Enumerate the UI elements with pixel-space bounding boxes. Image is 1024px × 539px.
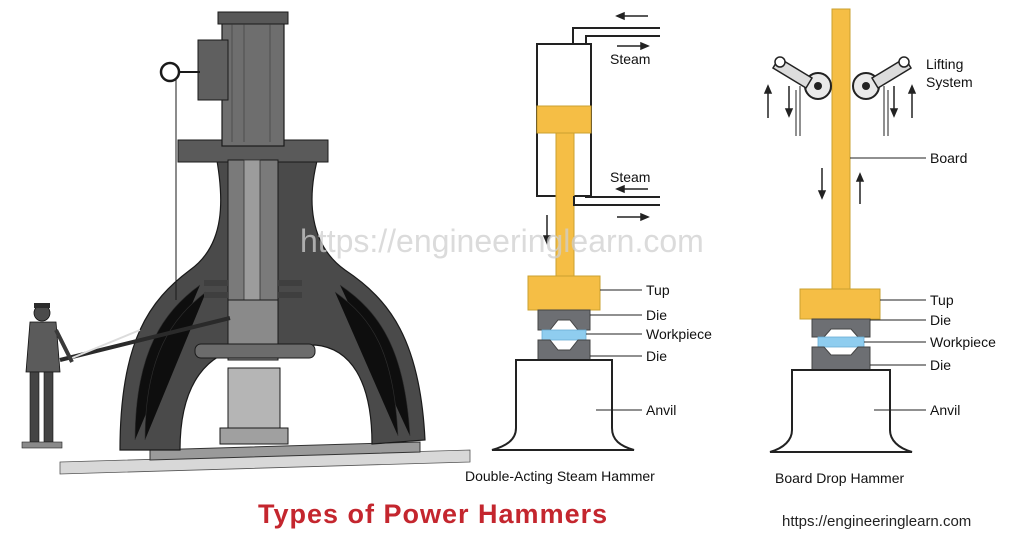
label-anvil: Anvil: [930, 402, 960, 418]
tup: [527, 275, 601, 311]
piston: [536, 105, 592, 134]
label-workpiece: Workpiece: [646, 326, 712, 342]
steam-hammer-illustration: [21, 11, 471, 475]
watermark-text: https://engineeringlearn.com: [300, 223, 704, 259]
steam-pipe-top: [572, 27, 660, 44]
label-lifting-system-line1: Lifting: [926, 56, 963, 72]
die-bottom: [537, 339, 591, 361]
page-title: Types of Power Hammers: [258, 499, 608, 529]
motion-arrows: [763, 84, 917, 204]
die-top: [537, 309, 591, 331]
label-die-bottom: Die: [930, 357, 951, 373]
label-die-top: Die: [930, 312, 951, 328]
steam-pipe-bottom: [573, 196, 660, 206]
steam-flow-arrows: [542, 11, 650, 245]
lifting-system: [771, 56, 913, 136]
label-lifting-system-line2: System: [926, 74, 973, 90]
operator-figure: [21, 303, 74, 449]
anvil: [769, 369, 913, 453]
label-anvil: Anvil: [646, 402, 676, 418]
website-url: https://engineeringlearn.com: [782, 513, 971, 530]
label-steam-top: Steam: [610, 51, 650, 67]
label-die-top: Die: [646, 307, 667, 323]
caption-steam-hammer: Double-Acting Steam Hammer: [465, 468, 655, 484]
board: [831, 8, 851, 290]
board-drop-hammer-diagram: Lifting System Board Tup Die Workpiece D…: [763, 8, 996, 486]
workpiece: [817, 336, 865, 348]
die-bottom: [811, 346, 871, 371]
workpiece: [541, 329, 587, 341]
label-tup: Tup: [646, 282, 670, 298]
caption-board-hammer: Board Drop Hammer: [775, 470, 904, 486]
anvil: [491, 359, 635, 451]
tup: [799, 288, 881, 320]
label-workpiece: Workpiece: [930, 334, 996, 350]
label-steam-bottom: Steam: [610, 169, 650, 185]
label-die-bottom: Die: [646, 348, 667, 364]
double-acting-steam-hammer-diagram: Steam Steam Tup Die Workpiece Die Anvil …: [465, 11, 712, 484]
label-board: Board: [930, 150, 967, 166]
label-tup: Tup: [930, 292, 954, 308]
die-top: [811, 318, 871, 338]
